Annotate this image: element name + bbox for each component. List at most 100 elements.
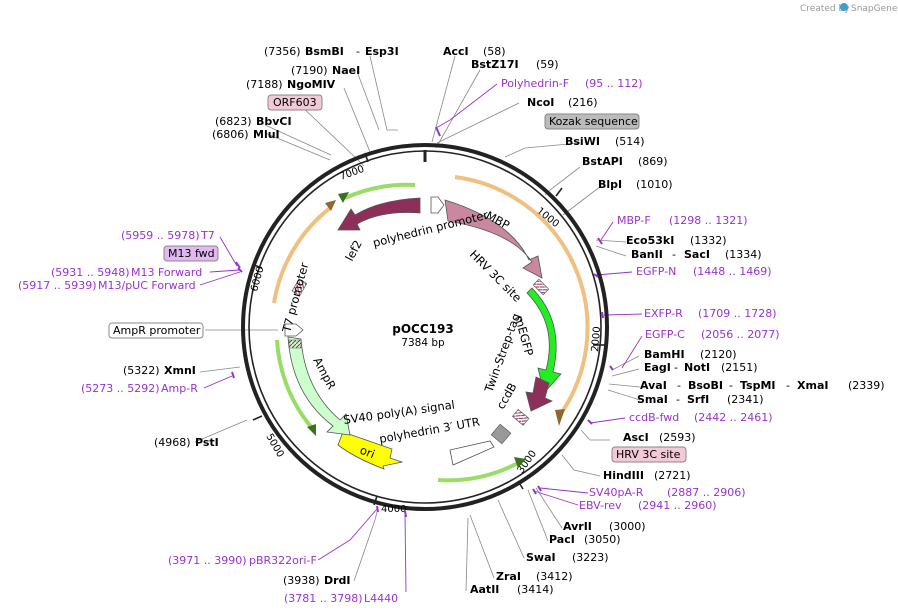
- svg-text:NcoI: NcoI: [527, 96, 554, 109]
- ampr-promoter-feature: [284, 323, 304, 337]
- site-blpi[interactable]: BlpI (1010): [598, 178, 673, 191]
- site-paci[interactable]: PacI (3050): [549, 533, 621, 546]
- site-psti[interactable]: (4968) PstI: [154, 436, 219, 449]
- svg-text:(3223): (3223): [572, 551, 609, 564]
- svg-text:SmaI: SmaI: [637, 393, 668, 406]
- tick-label: 2000: [590, 326, 603, 352]
- site-banii[interactable]: BanII - SacI (1334): [631, 248, 762, 261]
- svg-text:(869): (869): [638, 155, 668, 168]
- svg-text:-: -: [676, 393, 680, 406]
- box-orf603-text: ORF603: [273, 96, 317, 109]
- primer-m13-puc[interactable]: (5917 .. 5939) M13/pUC Forward: [18, 279, 196, 292]
- site-bsiwi[interactable]: BsiWI (514): [565, 135, 645, 148]
- site-aatii[interactable]: AatII (3414): [470, 583, 554, 596]
- svg-text:(1332): (1332): [690, 234, 727, 247]
- site-xmni[interactable]: (5322) XmnI: [123, 364, 196, 377]
- snapgene-logo-icon: [840, 3, 848, 11]
- site-acci[interactable]: AccI (58): [443, 45, 506, 58]
- svg-text:PacI: PacI: [549, 533, 575, 546]
- svg-text:TspMI: TspMI: [740, 379, 776, 392]
- label-ori: ori: [358, 443, 377, 462]
- primer-pbr322[interactable]: (3971 .. 3990) pBR322ori-F: [168, 554, 317, 567]
- svg-text:NgoMIV: NgoMIV: [287, 78, 336, 91]
- site-bstz17i[interactable]: BstZ17I (59): [471, 58, 559, 71]
- svg-text:BstAPI: BstAPI: [582, 155, 623, 168]
- svg-text:T7: T7: [200, 229, 215, 242]
- primer-exfp-r[interactable]: EXFP-R (1709 .. 1728): [644, 307, 777, 320]
- mbp-cds-arc: [454, 175, 590, 417]
- svg-text:(2151): (2151): [721, 361, 758, 374]
- svg-text:(59): (59): [536, 58, 559, 71]
- box-hrv3c[interactable]: [611, 446, 687, 463]
- primer-polh-f[interactable]: Polyhedrin-F (95 .. 112): [501, 77, 643, 90]
- primer-mbp-f[interactable]: MBP-F (1298 .. 1321): [617, 214, 748, 227]
- site-zrai[interactable]: ZraI (3412): [496, 570, 573, 583]
- svg-text:EXFP-R: EXFP-R: [644, 307, 683, 320]
- site-bstapi[interactable]: BstAPI (869): [582, 155, 668, 168]
- svg-text:(3971 .. 3990): (3971 .. 3990): [168, 554, 247, 567]
- site-ngomiv[interactable]: (7188) NgoMIV: [246, 78, 336, 91]
- box-orf603[interactable]: [267, 94, 323, 111]
- backbone-outer: [241, 143, 609, 511]
- polh-promoter-feature: [430, 196, 445, 214]
- svg-text:MBP-F: MBP-F: [617, 214, 651, 227]
- svg-text:(5931 .. 5948): (5931 .. 5948): [51, 266, 130, 279]
- credit-text: Created by: [800, 4, 850, 14]
- label-lef2: lef2: [342, 238, 365, 264]
- svg-text:EGFP-N: EGFP-N: [636, 265, 676, 278]
- site-swai[interactable]: SwaI (3223): [526, 551, 609, 564]
- primer-t7[interactable]: (5959 .. 5978) T7: [121, 229, 215, 242]
- sv40-feature: [490, 423, 512, 445]
- primer-sv40pa-r[interactable]: SV40pA-R (2887 .. 2906): [589, 486, 746, 499]
- site-eco53ki[interactable]: Eco53kI (1332): [626, 234, 727, 247]
- svg-text:(4968): (4968): [154, 436, 191, 449]
- primer-ccdb-fwd[interactable]: ccdB-fwd (2442 .. 2461): [629, 411, 773, 424]
- svg-text:(3414): (3414): [517, 583, 554, 596]
- site-ncoi[interactable]: NcoI (216): [527, 96, 598, 109]
- svg-text:PstI: PstI: [195, 436, 219, 449]
- primer-ebv-rev[interactable]: EBV-rev (2941 .. 2960): [579, 499, 717, 512]
- site-hindiii[interactable]: HindIII (2721): [603, 469, 691, 482]
- site-avai[interactable]: AvaI - BsoBI - TspMI - XmaI (2339): [640, 379, 885, 392]
- site-mlui[interactable]: (6806) MluI: [212, 128, 280, 141]
- site-naei[interactable]: (7190) NaeI: [291, 64, 360, 77]
- svg-text:Eco53kI: Eco53kI: [626, 234, 674, 247]
- box-kozak[interactable]: [544, 113, 640, 130]
- site-asci[interactable]: AscI (2593): [623, 431, 696, 444]
- tick-marks: [252, 152, 607, 506]
- site-bbvci[interactable]: (6823) BbvCI: [215, 115, 292, 128]
- ori-feature: [337, 431, 404, 470]
- primer-marks: [231, 126, 614, 518]
- svg-text:(3781 .. 3798): (3781 .. 3798): [284, 592, 363, 605]
- svg-text:(2056 .. 2077): (2056 .. 2077): [701, 328, 780, 341]
- site-drdi[interactable]: (3938) DrdI: [283, 574, 351, 587]
- site-bsmbi[interactable]: (7356) BsmBI - Esp3I: [264, 45, 399, 58]
- twin-strep-feature: [512, 409, 530, 426]
- box-m13fwd[interactable]: [163, 245, 219, 262]
- box-ampr-promoter[interactable]: [108, 322, 204, 339]
- primer-egfp-c[interactable]: EGFP-C (2056 .. 2077): [645, 328, 780, 341]
- primer-l4440[interactable]: (3781 .. 3798) L4440: [284, 592, 398, 605]
- primer-amp-r[interactable]: (5273 .. 5292) Amp-R: [81, 382, 198, 395]
- primer-m13-forward[interactable]: (5931 .. 5948) M13 Forward: [51, 266, 202, 279]
- svg-text:(2120): (2120): [700, 348, 737, 361]
- svg-text:(3000): (3000): [609, 520, 646, 533]
- svg-text:(1709 .. 1728): (1709 .. 1728): [698, 307, 777, 320]
- primer-egfp-n[interactable]: EGFP-N (1448 .. 1469): [636, 265, 772, 278]
- svg-text:(2341): (2341): [727, 393, 764, 406]
- svg-text:(6806): (6806): [212, 128, 249, 141]
- svg-text:SV40pA-R: SV40pA-R: [589, 486, 644, 499]
- svg-text:(2887 .. 2906): (2887 .. 2906): [667, 486, 746, 499]
- site-eagi[interactable]: EagI - NotI (2151): [644, 361, 758, 374]
- box-ampr-promoter-text: AmpR promoter: [113, 324, 201, 337]
- svg-text:BsoBI: BsoBI: [688, 379, 723, 392]
- svg-text:MluI: MluI: [253, 128, 280, 141]
- svg-text:HindIII: HindIII: [603, 469, 644, 482]
- svg-text:AatII: AatII: [470, 583, 499, 596]
- svg-text:(5322): (5322): [123, 364, 160, 377]
- site-avrii[interactable]: AvrII (3000): [563, 520, 646, 533]
- site-bamhi[interactable]: BamHI (2120): [644, 348, 737, 361]
- site-smai[interactable]: SmaI - SrfI (2341): [637, 393, 764, 406]
- svg-text:(2941 .. 2960): (2941 .. 2960): [638, 499, 717, 512]
